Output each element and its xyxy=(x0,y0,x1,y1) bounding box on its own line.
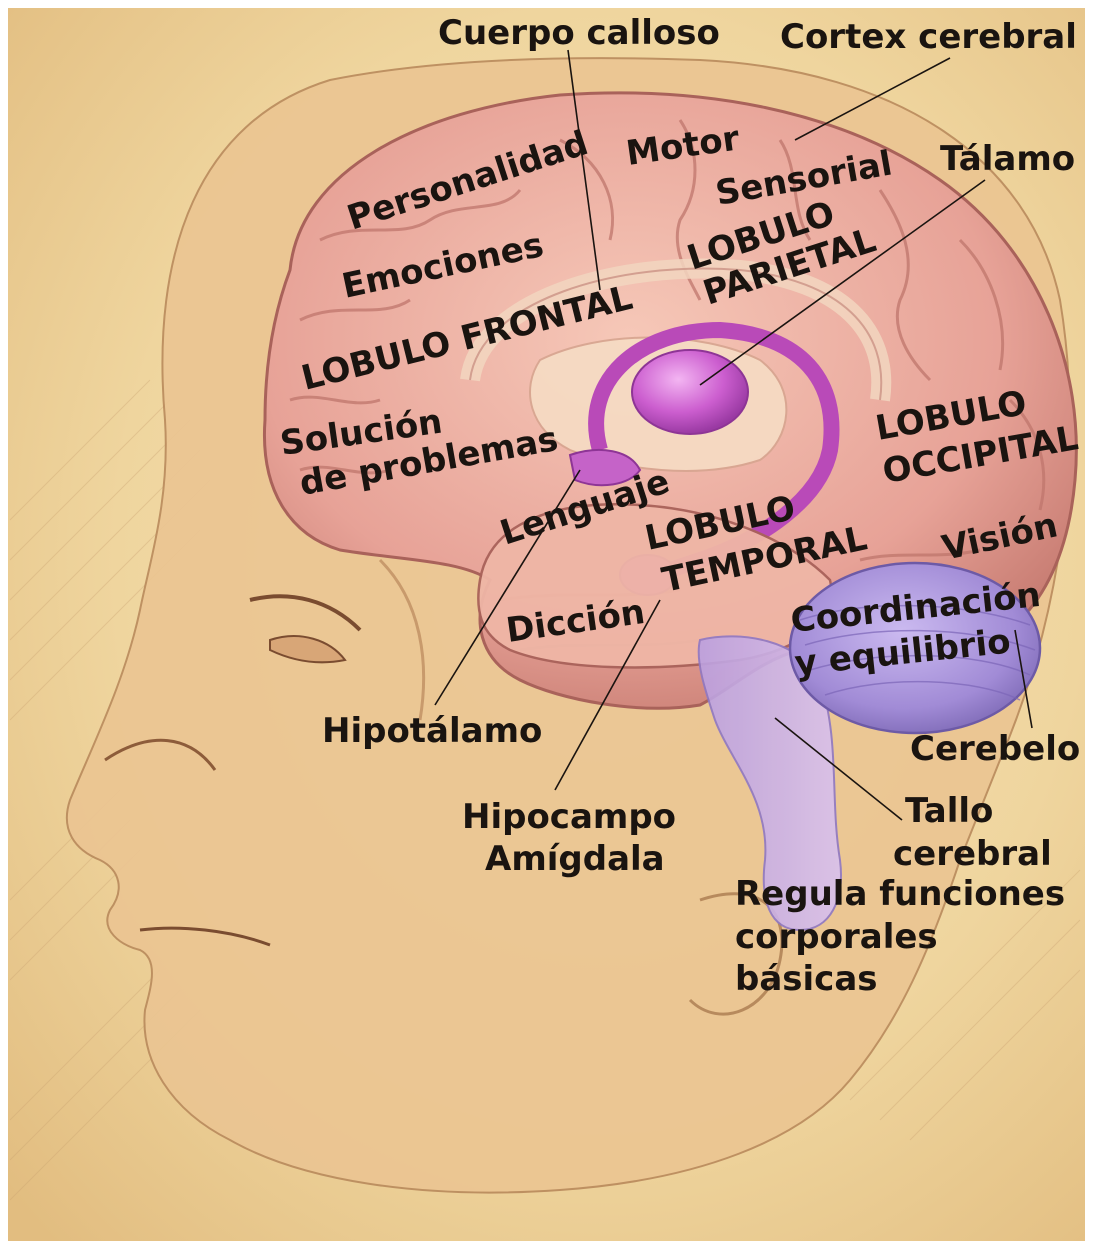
label-cuerpo-calloso: Cuerpo calloso xyxy=(438,13,720,53)
label-amigdala: Amígdala xyxy=(485,839,665,879)
label-talamo: Tálamo xyxy=(940,139,1075,179)
label-cortex-cerebral: Cortex cerebral xyxy=(780,17,1077,57)
label-hipotalamo: Hipotálamo xyxy=(322,711,542,751)
label-regula-2: corporales xyxy=(735,917,938,957)
label-cerebelo: Cerebelo xyxy=(910,729,1080,769)
label-regula-3: básicas xyxy=(735,959,878,999)
label-regula-1: Regula funciones xyxy=(735,874,1065,914)
label-hipocampo: Hipocampo xyxy=(462,797,676,837)
label-tallo-2: cerebral xyxy=(893,834,1052,874)
label-tallo-1: Tallo xyxy=(905,791,993,831)
